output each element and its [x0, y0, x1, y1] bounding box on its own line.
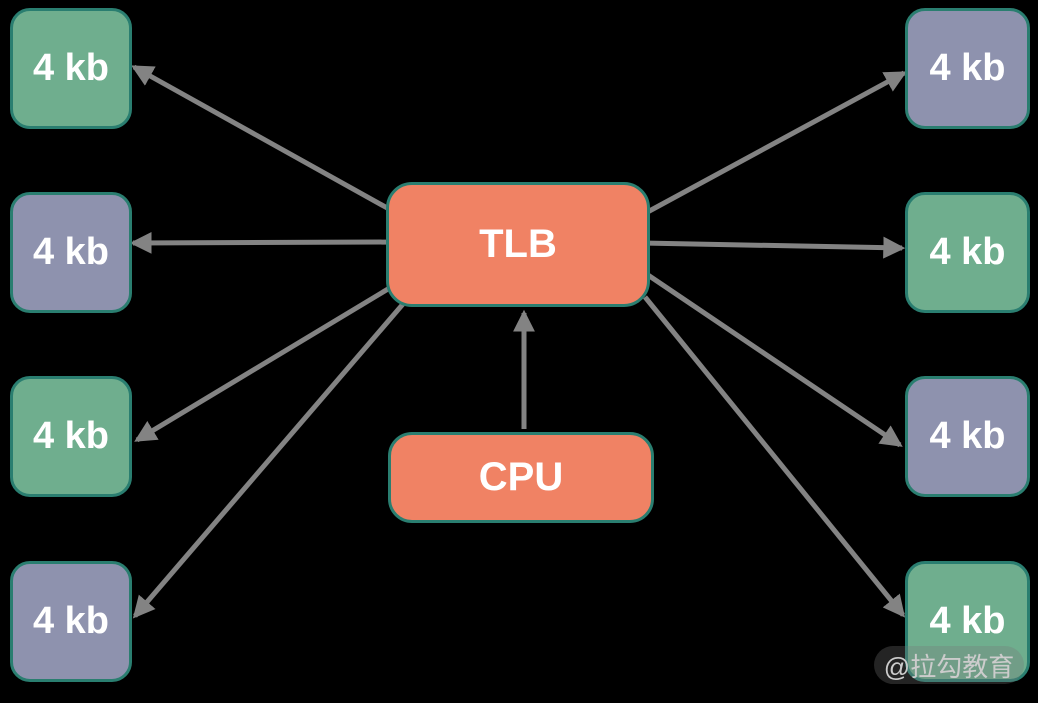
- memory-block-left-1: 4 kb: [10, 8, 132, 129]
- tlb-label: TLB: [479, 222, 557, 266]
- arrow-tlb-to-right-block-2: [641, 236, 906, 259]
- watermark: @拉勾教育: [874, 646, 1024, 684]
- memory-block-right-3: 4 kb: [905, 376, 1030, 497]
- watermark-text: @拉勾教育: [883, 651, 1015, 682]
- memory-block-label: 4 kb: [929, 47, 1006, 89]
- tlb-node: TLB: [386, 182, 650, 307]
- memory-block-right-4: 4 kb: [905, 561, 1030, 682]
- memory-block-label: 4 kb: [929, 231, 1006, 273]
- cpu-label: CPU: [478, 455, 564, 499]
- arrow-tlb-to-right-block-4: [643, 295, 906, 618]
- memory-block-label: 4 kb: [32, 600, 110, 642]
- memory-block-label: 4 kb: [32, 47, 110, 89]
- memory-block-label: 4 kb: [32, 415, 110, 457]
- cpu-node: CPU: [388, 432, 654, 523]
- arrow-tlb-to-left-block-3: [134, 280, 400, 443]
- arrow-tlb-to-left-block-2: [129, 231, 399, 254]
- memory-block-label: 4 kb: [32, 231, 110, 273]
- memory-block-label: 4 kb: [929, 600, 1006, 642]
- arrow-tlb-to-left-block-1: [131, 64, 400, 217]
- memory-block-right-1: 4 kb: [905, 8, 1030, 129]
- arrow-tlb-to-left-block-4: [132, 302, 405, 619]
- memory-block-left-4: 4 kb: [10, 561, 132, 682]
- memory-block-left-2: 4 kb: [10, 192, 132, 313]
- arrow-tlb-to-right-block-3: [640, 268, 903, 448]
- memory-block-right-2: 4 kb: [905, 192, 1030, 313]
- arrow-tlb-to-right-block-1: [640, 70, 907, 218]
- memory-block-label: 4 kb: [929, 415, 1006, 457]
- memory-block-left-3: 4 kb: [10, 376, 132, 497]
